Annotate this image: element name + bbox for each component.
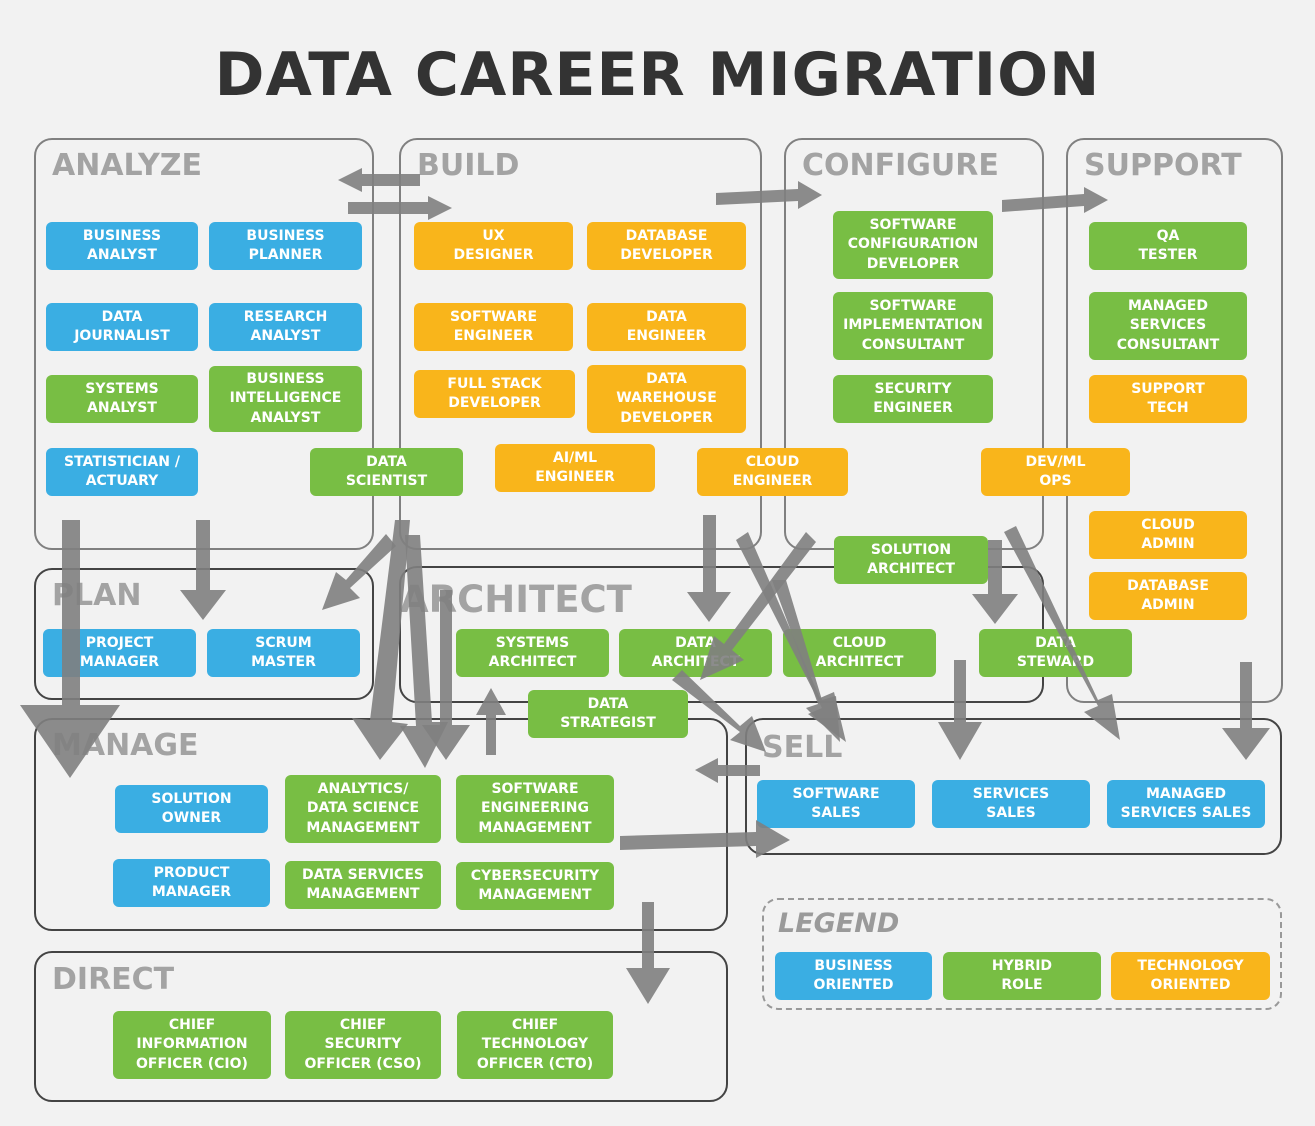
role-data-journalist: DATA JOURNALIST — [46, 303, 198, 351]
role-software-engineering-management: SOFTWARE ENGINEERING MANAGEMENT — [456, 775, 614, 843]
role-statistician: STATISTICIAN / ACTUARY — [46, 448, 198, 496]
legend-technology-oriented: TECHNOLOGY ORIENTED — [1111, 952, 1270, 1000]
role-data-engineer: DATA ENGINEER — [587, 303, 746, 351]
role-data-services-management: DATA SERVICES MANAGEMENT — [285, 861, 441, 909]
role-dev-ml-ops: DEV/ML OPS — [981, 448, 1130, 496]
role-managed-services-consultant: MANAGED SERVICES CONSULTANT — [1089, 292, 1247, 360]
architect-label: ARCHITECT — [400, 578, 632, 621]
role-database-developer: DATABASE DEVELOPER — [587, 222, 746, 270]
role-software-engineer: SOFTWARE ENGINEER — [414, 303, 573, 351]
role-software-configuration-developer: SOFTWARE CONFIGURATION DEVELOPER — [833, 211, 993, 279]
role-business-analyst: BUSINESS ANALYST — [46, 222, 198, 270]
role-data-scientist: DATA SCIENTIST — [310, 448, 463, 496]
sell-label: SELL — [762, 730, 843, 765]
direct-label: DIRECT — [52, 962, 175, 997]
role-cybersecurity-management: CYBERSECURITY MANAGEMENT — [456, 862, 614, 910]
page-title: DATA CAREER MIGRATION — [214, 40, 1101, 110]
analyze-label: ANALYZE — [52, 148, 202, 183]
support-label: SUPPORT — [1084, 148, 1242, 183]
role-managed-services-sales: MANAGED SERVICES SALES — [1107, 780, 1265, 828]
legend-hybrid-role: HYBRID ROLE — [943, 952, 1101, 1000]
role-cto: CHIEF TECHNOLOGY OFFICER (CTO) — [457, 1011, 613, 1079]
role-support-tech: SUPPORT TECH — [1089, 375, 1247, 423]
role-cloud-admin: CLOUD ADMIN — [1089, 511, 1247, 559]
role-software-implementation-consultant: SOFTWARE IMPLEMENTATION CONSULTANT — [833, 292, 993, 360]
role-scrum-master: SCRUM MASTER — [207, 629, 360, 677]
role-solution-owner: SOLUTION OWNER — [115, 785, 268, 833]
manage-label: MANAGE — [52, 728, 199, 763]
role-data-strategist: DATA STRATEGIST — [528, 690, 688, 738]
role-bi-analyst: BUSINESS INTELLIGENCE ANALYST — [209, 366, 362, 432]
direct-region — [34, 951, 728, 1102]
role-database-admin: DATABASE ADMIN — [1089, 572, 1247, 620]
role-cio: CHIEF INFORMATION OFFICER (CIO) — [113, 1011, 271, 1079]
role-cso: CHIEF SECURITY OFFICER (CSO) — [285, 1011, 441, 1079]
configure-label: CONFIGURE — [802, 148, 999, 183]
role-qa-tester: QA TESTER — [1089, 222, 1247, 270]
role-cloud-engineer: CLOUD ENGINEER — [697, 448, 848, 496]
role-solution-architect: SOLUTION ARCHITECT — [834, 536, 988, 584]
role-data-warehouse-developer: DATA WAREHOUSE DEVELOPER — [587, 365, 746, 433]
build-label: BUILD — [417, 148, 520, 183]
role-product-manager: PRODUCT MANAGER — [113, 859, 270, 907]
plan-label: PLAN — [52, 578, 142, 613]
role-full-stack-developer: FULL STACK DEVELOPER — [414, 370, 575, 418]
role-software-sales: SOFTWARE SALES — [757, 780, 915, 828]
role-analytics-ds-management: ANALYTICS/ DATA SCIENCE MANAGEMENT — [285, 775, 441, 843]
build-region — [399, 138, 762, 550]
role-services-sales: SERVICES SALES — [932, 780, 1090, 828]
legend-box — [762, 898, 1282, 1010]
role-ai-ml-engineer: AI/ML ENGINEER — [495, 444, 655, 492]
role-data-steward: DATA STEWARD — [979, 629, 1132, 677]
role-project-manager: PROJECT MANAGER — [43, 629, 196, 677]
role-cloud-architect: CLOUD ARCHITECT — [783, 629, 936, 677]
role-security-engineer: SECURITY ENGINEER — [833, 375, 993, 423]
role-ux-designer: UX DESIGNER — [414, 222, 573, 270]
legend-title: LEGEND — [778, 908, 900, 939]
role-systems-architect: SYSTEMS ARCHITECT — [456, 629, 609, 677]
role-business-planner: BUSINESS PLANNER — [209, 222, 362, 270]
legend-business-oriented: BUSINESS ORIENTED — [775, 952, 932, 1000]
role-research-analyst: RESEARCH ANALYST — [209, 303, 362, 351]
role-systems-analyst: SYSTEMS ANALYST — [46, 375, 198, 423]
role-data-architect: DATA ARCHITECT — [619, 629, 772, 677]
support-region — [1066, 138, 1283, 703]
